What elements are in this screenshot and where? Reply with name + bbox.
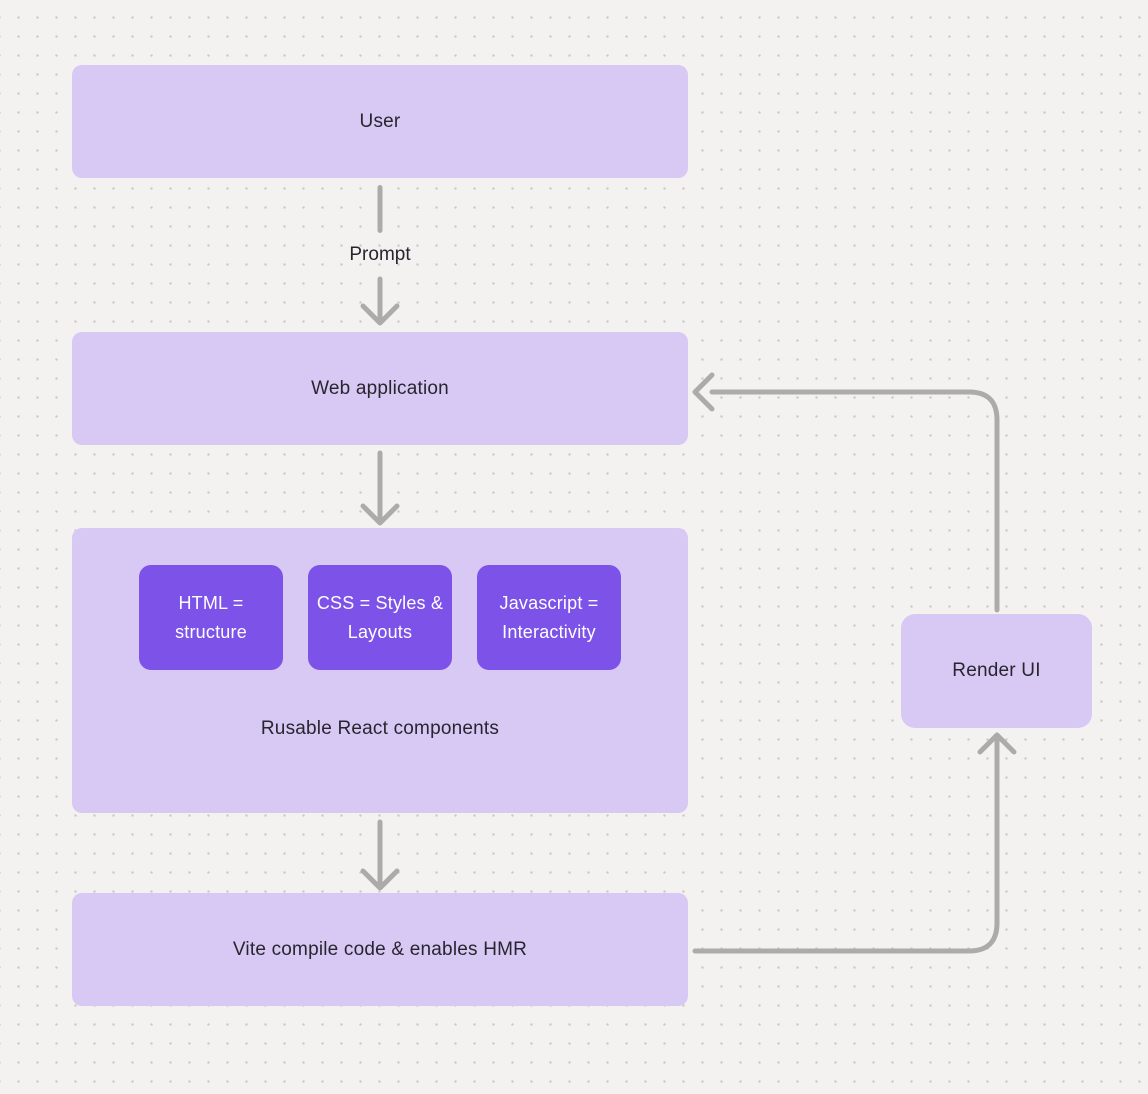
vite-node-label: Vite compile code & enables HMR <box>232 938 528 960</box>
edge-renderui-to-webapp <box>709 389 1000 613</box>
user-node[interactable]: User <box>72 65 688 178</box>
javascript-chip[interactable]: Javascript = Interactivity <box>477 565 621 670</box>
prompt-edge-label: Prompt <box>349 244 411 265</box>
components-chip-row: HTML = structure CSS = Styles & Layouts … <box>139 565 621 670</box>
html-chip[interactable]: HTML = structure <box>139 565 283 670</box>
arrowhead-down-webapp <box>360 303 400 326</box>
web-application-node[interactable]: Web application <box>72 332 688 445</box>
arrowhead-up-renderui <box>977 732 1017 755</box>
html-chip-label: HTML = structure <box>175 592 247 642</box>
arrowhead-left-webapp <box>692 372 715 412</box>
render-ui-node-label: Render UI <box>952 660 1041 681</box>
javascript-chip-label: Javascript = Interactivity <box>499 592 599 642</box>
edge-vite-to-renderui <box>692 735 1000 954</box>
user-node-label: User <box>359 110 401 132</box>
arrowhead-down-components <box>360 503 400 526</box>
css-chip[interactable]: CSS = Styles & Layouts <box>308 565 452 670</box>
arrowhead-down-vite <box>360 868 400 891</box>
css-chip-label: CSS = Styles & Layouts <box>316 592 444 642</box>
web-application-node-label: Web application <box>311 377 449 399</box>
vite-node[interactable]: Vite compile code & enables HMR <box>72 893 688 1006</box>
components-caption: Rusable React components <box>260 718 500 739</box>
components-group-node[interactable]: HTML = structure CSS = Styles & Layouts … <box>72 528 688 813</box>
render-ui-node[interactable]: Render UI <box>901 614 1092 728</box>
